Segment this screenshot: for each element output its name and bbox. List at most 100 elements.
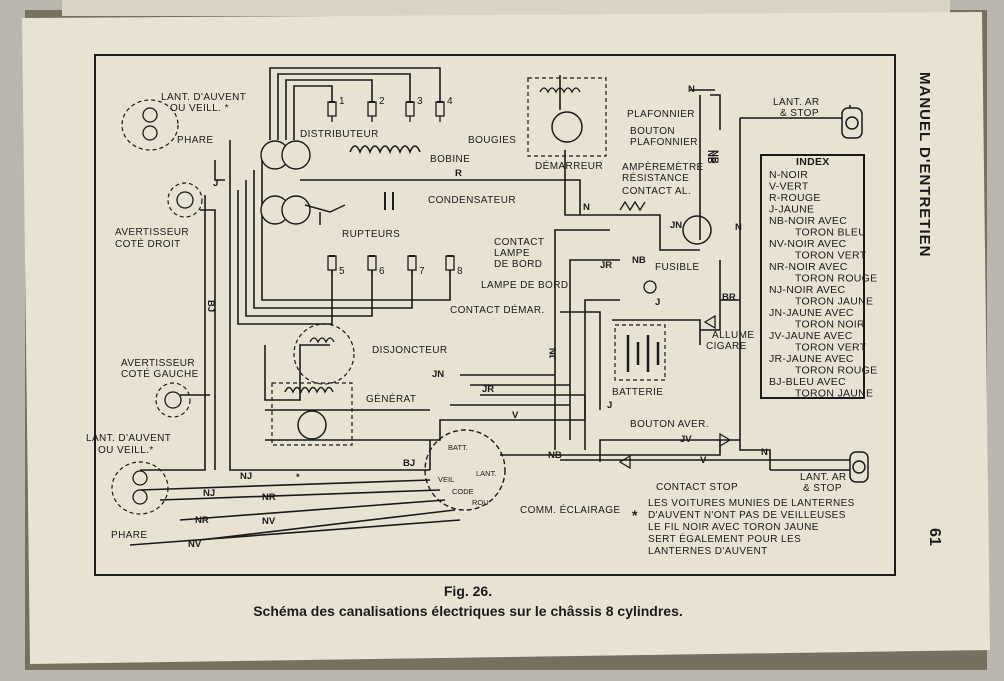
spark-plug: 5 bbox=[327, 255, 345, 277]
bobine-coil bbox=[349, 145, 421, 155]
spark-plug: 4 bbox=[435, 96, 453, 122]
wire-code: NV bbox=[188, 539, 202, 550]
index-entry: JV-JAUNE AVEC bbox=[769, 330, 853, 342]
wire-code: N bbox=[688, 84, 695, 95]
label-contact-demar: CONTACT DÉMAR. bbox=[450, 303, 545, 316]
switch-pos-batt: BATT. bbox=[448, 443, 468, 452]
index-entry: V-VERT bbox=[769, 181, 809, 193]
switch-pos-lant: LANT. bbox=[476, 469, 496, 478]
label-lant-auvent-top-1: LANT. D'AUVENT bbox=[161, 92, 246, 103]
label-comm-eclairage: COMM. ÉCLAIRAGE bbox=[520, 503, 620, 516]
figure-number: Fig. 26. bbox=[444, 583, 492, 599]
spark-plugs-bottom: 5 6 7 8 bbox=[327, 255, 463, 277]
footnote-line-3: LE FIL NOIR AVEC TORON JAUNE bbox=[648, 522, 819, 533]
wire-code: JR bbox=[482, 384, 494, 395]
label-avertisseur-gauche-2: COTÉ GAUCHE bbox=[121, 367, 199, 380]
index-entry: JR-JAUNE AVEC bbox=[769, 353, 854, 365]
generat-coil bbox=[284, 386, 334, 394]
wire-code: NB bbox=[705, 150, 716, 164]
spark-plug: 3 bbox=[405, 96, 423, 122]
label-bougies: BOUGIES bbox=[468, 135, 516, 146]
wire-code: NB bbox=[632, 255, 646, 266]
label-plafonnier: PLAFONNIER bbox=[627, 109, 695, 120]
batterie-cells bbox=[626, 335, 660, 372]
wire-code: N bbox=[735, 222, 742, 233]
demarreur-winding bbox=[539, 87, 581, 94]
label-avertisseur-droit-1: AVERTISSEUR bbox=[115, 227, 189, 238]
label-phare-bottom: PHARE bbox=[111, 530, 147, 541]
wire-code: JN bbox=[432, 369, 444, 380]
index-entry: BJ-BLEU AVEC bbox=[769, 376, 846, 388]
wire-code: BJ bbox=[403, 458, 415, 469]
comm-eclairage-switch bbox=[424, 429, 506, 511]
label-bouton-plafonnier-2: PLAFONNIER bbox=[630, 137, 698, 148]
label-lampe-de-bord: LAMPE DE BORD bbox=[481, 280, 568, 291]
wire-code: J bbox=[213, 178, 218, 189]
label-lant-ar-top-2: & STOP bbox=[780, 108, 819, 119]
label-generat: GÉNÉRAT bbox=[366, 392, 416, 405]
label-condensateur: CONDENSATEUR bbox=[428, 195, 516, 206]
index-entry-detail: TORON JAUNE bbox=[795, 296, 873, 308]
label-avertisseur-droit-2: COTÉ DROIT bbox=[115, 237, 181, 250]
label-bouton-aver: BOUTON AVER. bbox=[630, 419, 709, 430]
wire-code: BJ bbox=[205, 300, 216, 312]
spark-plug-number: 8 bbox=[457, 266, 463, 277]
component-outlines bbox=[111, 77, 666, 515]
condensateur-symbol bbox=[384, 192, 394, 210]
index-entry: NJ-NOIR AVEC bbox=[769, 284, 845, 296]
rear-lamps bbox=[841, 107, 869, 483]
label-lant-auvent-bottom-2: OU VEILL.* bbox=[98, 445, 154, 456]
spark-plug-number: 3 bbox=[417, 96, 423, 107]
index-entry: NB-NOIR AVEC bbox=[769, 215, 847, 227]
index-box bbox=[760, 154, 865, 399]
wire-code: NR bbox=[195, 515, 209, 526]
wire-code: J bbox=[655, 297, 660, 308]
disjoncteur-coil bbox=[309, 337, 335, 344]
index-entry-detail: TORON VERT bbox=[795, 250, 867, 262]
page-sheet bbox=[22, 12, 990, 664]
label-cigare: CIGARE bbox=[706, 341, 747, 352]
label-amperemetre: AMPÈREMÈTRE bbox=[622, 160, 704, 173]
footnote-line-4: SERT ÉGALEMENT POUR LES bbox=[648, 532, 801, 545]
label-lant-ar-bottom-1: LANT. AR bbox=[800, 472, 847, 483]
label-contact-al: CONTACT AL. bbox=[622, 186, 691, 197]
distributor-body bbox=[260, 140, 311, 225]
inline-fuses bbox=[618, 314, 732, 470]
wire-code: JN bbox=[548, 348, 559, 360]
label-resistance: RÉSISTANCE bbox=[622, 171, 689, 184]
label-phare-top: PHARE bbox=[177, 135, 213, 146]
index-title: INDEX bbox=[796, 156, 830, 168]
wire-code: JV bbox=[680, 434, 692, 445]
wire-code: NB bbox=[709, 150, 720, 164]
label-batterie: BATTERIE bbox=[612, 387, 663, 398]
previous-page-edge bbox=[62, 0, 950, 16]
index-entry: N-NOIR bbox=[769, 169, 808, 181]
rupteurs-symbol bbox=[304, 204, 346, 225]
label-bobine: BOBINE bbox=[430, 154, 470, 165]
label-distributeur: DISTRIBUTEUR bbox=[300, 129, 379, 140]
spark-plug-number: 5 bbox=[339, 266, 345, 277]
spark-plug: 7 bbox=[407, 255, 425, 277]
amperemetre-dial bbox=[682, 215, 712, 245]
spark-plug-number: 4 bbox=[447, 96, 453, 107]
label-contact-lampe-2: LAMPE bbox=[494, 248, 530, 259]
index-entry-detail: TORON ROUGE bbox=[795, 365, 877, 377]
label-rupteurs: RUPTEURS bbox=[342, 229, 400, 240]
spark-plug-number: 1 bbox=[339, 96, 345, 107]
switch-pos-code: CODE bbox=[452, 487, 474, 496]
wire-code: J bbox=[607, 400, 612, 411]
spark-plug-number: 6 bbox=[379, 266, 385, 277]
wire-code: V bbox=[512, 410, 519, 421]
front-lamps bbox=[132, 107, 158, 505]
lampe-de-bord-bulb bbox=[643, 280, 657, 294]
figure-caption: Schéma des canalisations électriques sur… bbox=[253, 603, 683, 619]
index-entry-detail: TORON BLEU bbox=[795, 227, 866, 239]
wire-code: NV bbox=[262, 516, 276, 527]
index-entry: R-ROUGE bbox=[769, 192, 821, 204]
label-demarreur: DÉMARREUR bbox=[535, 159, 603, 172]
label-fusible: FUSIBLE bbox=[655, 262, 699, 273]
index-entry-detail: TORON NOIR bbox=[795, 319, 865, 331]
avertisseur-gauche-horn bbox=[164, 391, 182, 409]
